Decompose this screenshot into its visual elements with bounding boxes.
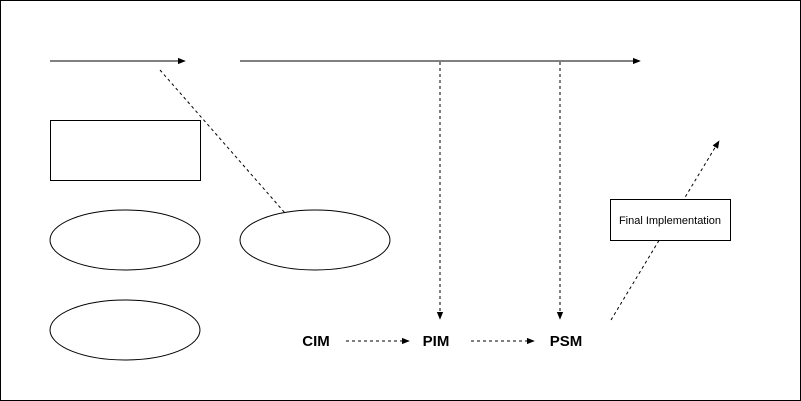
final-implementation-label: Final Implementation bbox=[619, 215, 721, 227]
empty-ellipse-left-top[interactable] bbox=[49, 209, 201, 271]
cim-label[interactable]: CIM bbox=[302, 333, 330, 350]
empty-ellipse-center[interactable] bbox=[239, 209, 391, 271]
final-implementation-box[interactable] bbox=[610, 199, 731, 241]
psm-label[interactable]: PSM bbox=[550, 333, 583, 350]
diagonal-dashed-arrow[interactable] bbox=[159, 69, 300, 230]
empty-rectangle[interactable] bbox=[50, 120, 201, 181]
pim-label[interactable]: PIM bbox=[423, 333, 450, 350]
empty-ellipse-left-bottom[interactable] bbox=[49, 299, 201, 361]
